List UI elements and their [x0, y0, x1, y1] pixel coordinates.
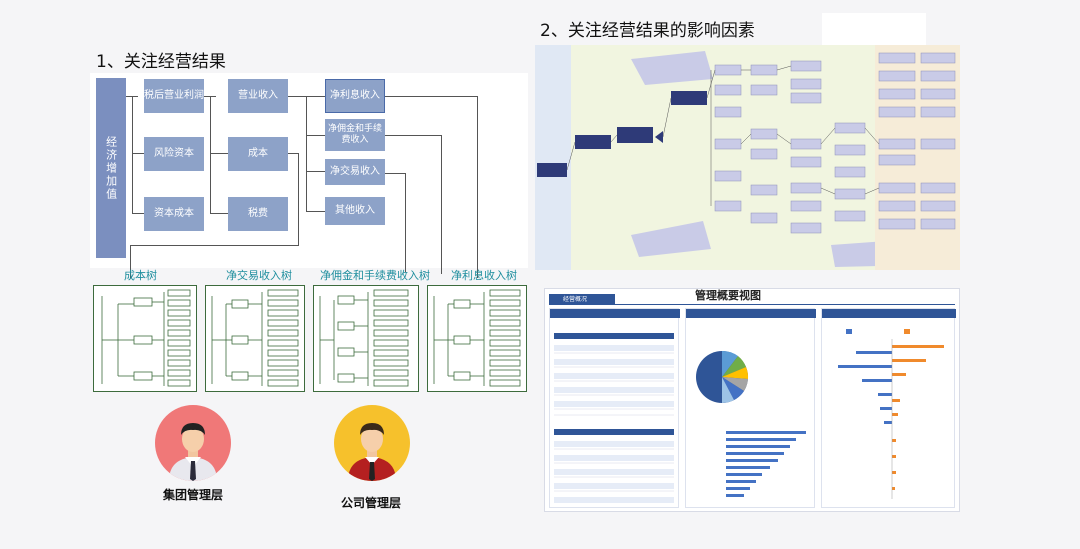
node-net-trading-income: 净交易收入	[325, 159, 385, 185]
influence-factor-diagram	[535, 45, 960, 270]
node-capital-cost: 资本成本	[144, 197, 204, 231]
node-tax: 税费	[228, 197, 288, 231]
node-label: 成本	[248, 148, 268, 159]
right-section-title: 2、关注经营结果的影响因素	[540, 21, 755, 41]
root-node: 经济增加值	[96, 78, 126, 258]
value-tree-panel: 经济增加值 税后营业利润 风险资本 资本成本 营业收入 成本 税费 净利息收入 …	[90, 73, 528, 268]
comparison-bar-panel	[821, 308, 956, 508]
dashboard-title: 管理概要视图	[695, 289, 761, 302]
node-label: 净利息收入	[330, 90, 380, 101]
management-dashboard: 管理概要视图 经营概况	[544, 288, 960, 512]
tree-label-interest: 净利息收入树	[451, 269, 517, 282]
tree-label-cost: 成本树	[124, 269, 157, 282]
node-label: 净交易收入	[330, 166, 380, 177]
node-label: 税后营业利润	[144, 90, 204, 101]
blank-box	[822, 13, 926, 45]
node-operating-income: 营业收入	[228, 79, 288, 113]
left-section-title: 1、关注经营结果	[96, 52, 226, 72]
company-manager-avatar	[334, 405, 410, 481]
group-manager-label: 集团管理层	[163, 488, 224, 502]
person-icon	[169, 423, 217, 481]
table-graphic	[554, 333, 674, 503]
group-manager-avatar	[155, 405, 231, 481]
trading-tree-thumbnail	[205, 285, 305, 392]
tree-label-trading: 净交易收入树	[226, 269, 292, 282]
person-icon	[348, 423, 396, 481]
fee-tree-thumbnail	[313, 285, 419, 392]
node-label: 营业收入	[238, 90, 278, 101]
tree-diagram-graphic	[433, 289, 521, 387]
dashboard-tab-label: 经营概况	[563, 296, 588, 303]
tree-diagram-graphic	[319, 289, 409, 387]
factor-tree-graphic	[535, 45, 960, 270]
ranking-tables	[549, 308, 680, 508]
interest-tree-thumbnail	[427, 285, 527, 392]
bar-chart-graphic	[838, 329, 944, 499]
tree-label-fee: 净佣金和手续费收入树	[320, 269, 430, 282]
node-label: 净佣金和手续费收入	[327, 124, 382, 145]
root-node-label: 经济增加值	[104, 135, 118, 201]
node-label: 税费	[248, 208, 268, 219]
pie-chart-graphic	[696, 350, 806, 497]
node-after-tax-profit: 税后营业利润	[144, 79, 204, 113]
tree-diagram-graphic	[101, 289, 191, 387]
node-label: 风险资本	[154, 148, 194, 159]
node-cost: 成本	[228, 137, 288, 171]
node-net-fee-income: 净佣金和手续费收入	[325, 119, 385, 151]
pie-and-bar-panel	[685, 308, 816, 508]
node-label: 资本成本	[154, 208, 194, 219]
tree-diagram-graphic	[211, 289, 299, 387]
node-label: 其他收入	[335, 205, 375, 216]
node-other-income: 其他收入	[325, 197, 385, 225]
company-manager-label: 公司管理层	[341, 496, 402, 510]
cost-tree-thumbnail	[93, 285, 197, 392]
node-risk-capital: 风险资本	[144, 137, 204, 171]
node-net-interest-income: 净利息收入	[325, 79, 385, 113]
dashboard-tab[interactable]: 经营概况	[549, 294, 615, 304]
